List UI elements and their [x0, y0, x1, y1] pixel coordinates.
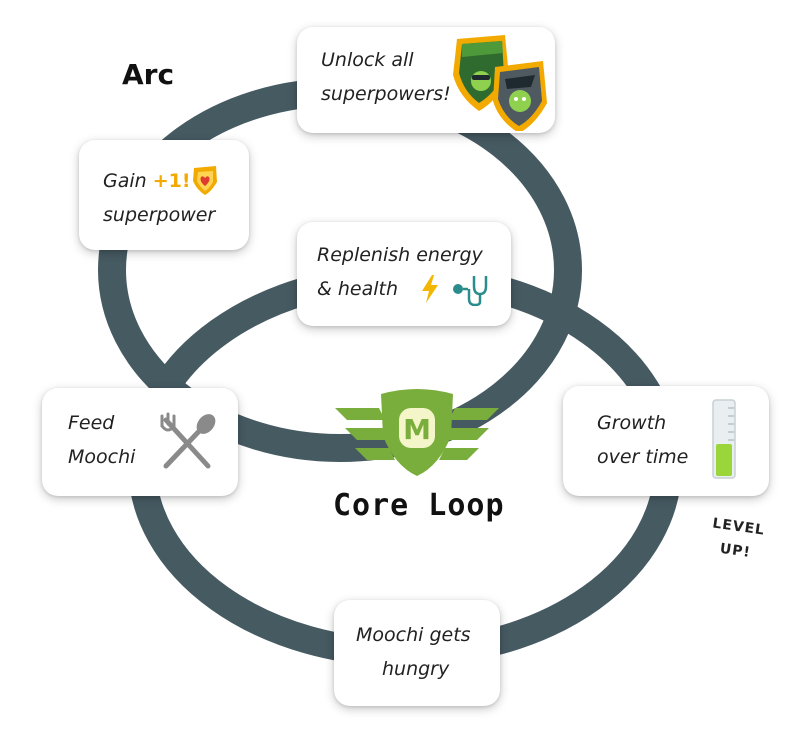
- growth-meter-icon: [712, 399, 736, 479]
- card-gain-prefix: Gain: [103, 170, 153, 192]
- card-feed-line2: Moochi: [68, 446, 136, 468]
- fork-spoon-icon: [160, 412, 216, 469]
- plus-one-badge: +1!: [152, 170, 191, 192]
- card-gain-line2: superpower: [103, 204, 216, 226]
- card-replenish-line2: & health: [317, 278, 399, 300]
- level-up-label: LEVEL UP!: [697, 510, 777, 568]
- card-growth-line2: over time: [597, 446, 689, 468]
- card-gain-superpower: Gain +1! superpower: [79, 140, 249, 250]
- card-growth-line1: Growth: [597, 412, 667, 434]
- lightning-icon: [422, 275, 438, 303]
- card-unlock-superpowers: Unlock all superpowers!: [297, 27, 555, 133]
- core-loop-title: Core Loop: [333, 488, 505, 523]
- card-replenish: Replenish energy & health: [297, 222, 511, 326]
- arc-title: Arc: [122, 58, 175, 91]
- stethoscope-icon: [453, 276, 488, 306]
- card-hungry-line2: hungry: [382, 658, 450, 680]
- card-hungry-line1: Moochi gets: [356, 624, 471, 646]
- superpower-shields-icon: [453, 35, 547, 131]
- card-unlock-line2: superpowers!: [321, 83, 451, 105]
- winged-shield-logo-icon: M: [335, 389, 499, 476]
- card-unlock-line1: Unlock all: [321, 49, 414, 71]
- shield-heart-icon: [193, 166, 217, 195]
- card-replenish-line1: Replenish energy: [317, 244, 483, 266]
- card-growth: Growth over time: [563, 386, 769, 496]
- card-feed-line1: Feed: [68, 412, 115, 434]
- card-gain-line1: Gain +1!: [103, 164, 191, 198]
- card-feed-moochi: Feed Moochi: [42, 388, 238, 496]
- card-moochi-hungry: Moochi gets hungry: [334, 600, 500, 706]
- logo-letter: M: [403, 413, 431, 446]
